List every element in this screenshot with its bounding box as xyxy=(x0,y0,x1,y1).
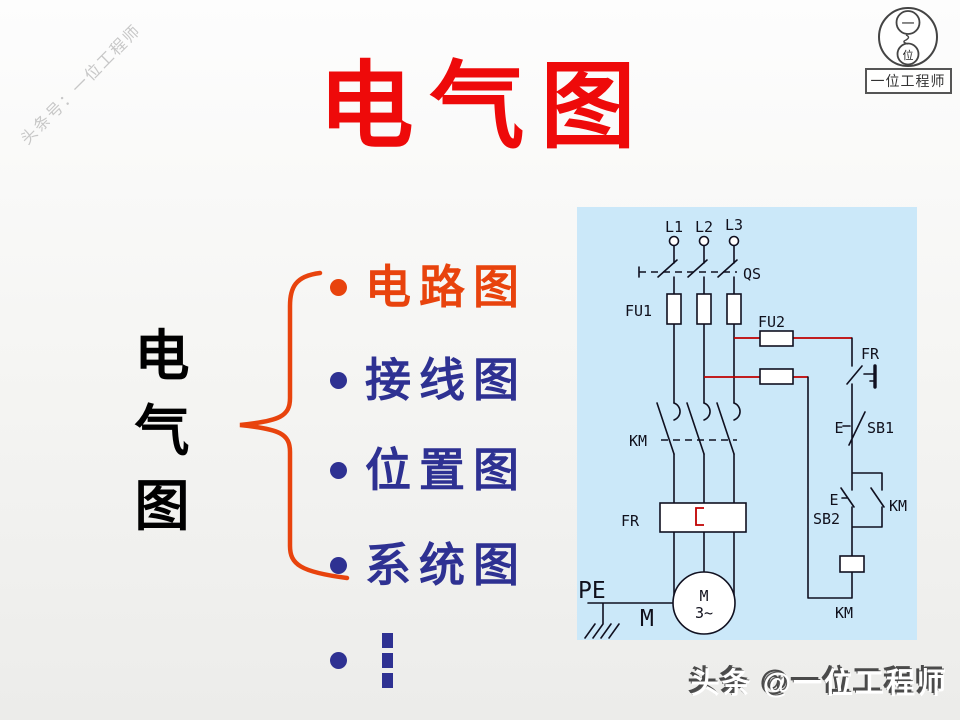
phase-wires xyxy=(673,244,735,597)
km-coil xyxy=(839,555,865,573)
list-item-label: 接线图 xyxy=(365,354,527,406)
fuse-fu2-1 xyxy=(759,330,794,347)
bullet-icon xyxy=(330,462,347,479)
label-sb1: SB1 xyxy=(867,419,894,437)
list-item: 电路图 xyxy=(330,262,527,312)
bullet-icon xyxy=(330,372,347,389)
label-fu1: FU1 xyxy=(625,302,652,320)
label-e-sb2: E xyxy=(829,491,838,509)
motor-symbol xyxy=(672,571,736,635)
label-km-main: KM xyxy=(629,432,647,450)
label-m-phases: 3~ xyxy=(695,604,713,622)
fuse-fu2-2 xyxy=(759,368,794,385)
label-m-outer: M xyxy=(640,606,654,632)
terminal-l3 xyxy=(728,235,740,247)
logo-top-char: 一 xyxy=(901,16,914,31)
list-item-label: 位置图 xyxy=(365,444,527,496)
publisher-logo: 一 位 一位工程师 xyxy=(862,4,954,94)
list-item-label: 电路图 xyxy=(365,261,527,313)
list-item-label: 系统图 xyxy=(365,539,527,591)
bullet-icon xyxy=(330,557,347,574)
page-title: 电气图 xyxy=(318,54,652,160)
label-km-coil: KM xyxy=(835,604,853,622)
list-item xyxy=(330,645,347,669)
logo-bottom-char: 位 xyxy=(903,48,914,62)
vertical-ellipsis-icon xyxy=(382,633,393,693)
label-l1: L1 xyxy=(665,218,683,236)
bullet-icon xyxy=(330,652,347,669)
terminal-l2 xyxy=(698,235,710,247)
label-l3: L3 xyxy=(725,216,743,234)
left-label-char: 电 xyxy=(134,326,190,387)
label-e-sb1: E xyxy=(834,419,843,437)
logo-squiggle-icon xyxy=(903,34,910,45)
ground-symbol xyxy=(584,602,674,639)
label-m-inner: M xyxy=(699,587,708,605)
list-item: 系统图 xyxy=(330,540,527,590)
footer-credit: 头条 @一位工程师 xyxy=(690,668,948,700)
bullet-icon xyxy=(330,279,347,296)
left-vertical-label: 电 气 图 xyxy=(131,322,193,547)
fr-heater-element xyxy=(695,507,704,526)
logo-seal-icon: 一 位 xyxy=(878,7,938,67)
brace-icon xyxy=(239,270,350,581)
label-pe: PE xyxy=(578,578,606,604)
fuse-fu1-2 xyxy=(696,293,712,325)
label-fr-contact: FR xyxy=(861,345,880,363)
label-fr-box: FR xyxy=(621,512,640,530)
circuit-panel: L1 L2 L3 QS FU1 FU2 FR E SB1 KM FR E SB2… xyxy=(577,207,917,640)
label-sb2: SB2 xyxy=(813,510,840,528)
left-label-char: 气 xyxy=(134,401,190,462)
fuse-fu1-3 xyxy=(726,293,742,325)
qs-switch-symbol xyxy=(638,259,738,278)
circuit-diagram: L1 L2 L3 QS FU1 FU2 FR E SB1 KM FR E SB2… xyxy=(578,216,907,639)
label-fu2: FU2 xyxy=(758,313,785,331)
control-wires xyxy=(704,337,885,599)
label-l2: L2 xyxy=(695,218,713,236)
label-km-aux: KM xyxy=(889,497,907,515)
logo-caption: 一位工程师 xyxy=(864,68,952,94)
terminal-l1 xyxy=(668,235,680,247)
left-label-char: 图 xyxy=(134,476,190,537)
circuit-labels: L1 L2 L3 QS FU1 FU2 FR E SB1 KM FR E SB2… xyxy=(578,216,907,632)
fuse-fu1-1 xyxy=(666,293,682,325)
km-main-contacts-symbol xyxy=(656,402,741,455)
list-item: 位置图 xyxy=(330,445,527,495)
list-item: 接线图 xyxy=(330,355,527,405)
label-qs: QS xyxy=(743,265,761,283)
